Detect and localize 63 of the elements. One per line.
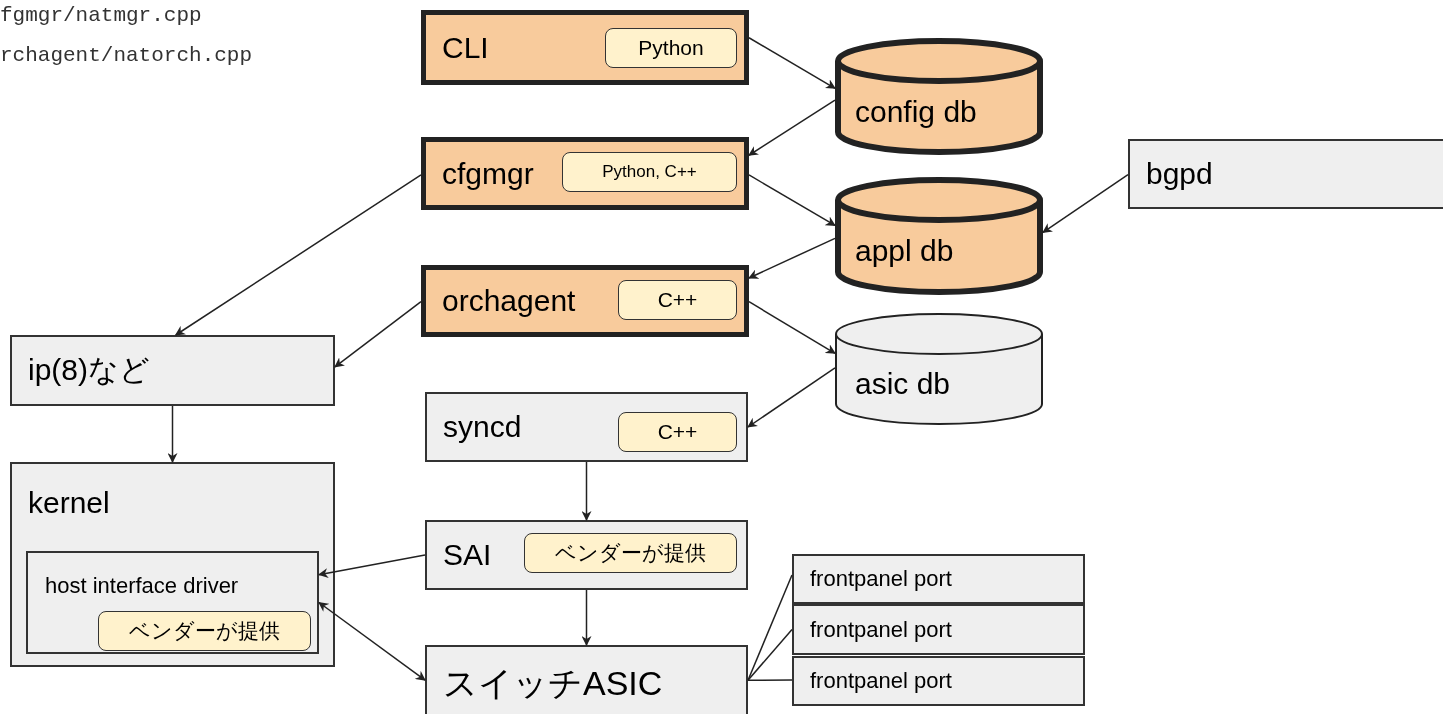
tag-label: C++: [657, 420, 698, 444]
process-box: [10, 335, 335, 406]
arrow: [174, 174, 422, 336]
process-box: [792, 656, 1085, 706]
tag-label: Python, C++: [602, 162, 697, 182]
arrow: [318, 601, 426, 681]
tag-label: Python: [638, 36, 704, 60]
box-label: ip(8)など: [28, 352, 150, 388]
arrow: [167, 405, 178, 463]
arrow: [748, 37, 836, 90]
box-label: CLI: [442, 30, 489, 65]
language-tag: [618, 280, 737, 320]
language-tag: [524, 533, 737, 573]
box-label: cfgmgr: [442, 156, 534, 191]
process-box: [421, 137, 749, 210]
language-tag: [618, 412, 737, 452]
database-label: config db: [855, 94, 977, 129]
arrow: [1042, 173, 1129, 234]
process-box: [425, 392, 748, 462]
process-box: [26, 551, 319, 654]
language-tag: [562, 152, 737, 192]
arrow: [748, 300, 836, 355]
process-box: [421, 265, 749, 337]
box-label: SAI: [443, 538, 492, 572]
database-label: asic db: [855, 367, 951, 401]
arrow: [318, 554, 426, 578]
language-tag: [98, 611, 311, 651]
process-box: [421, 10, 749, 85]
tag-label: C++: [657, 288, 698, 312]
database-cylinder: [835, 177, 1043, 295]
box-label: syncd: [443, 410, 522, 444]
arrow: [747, 367, 836, 428]
box-label: frontpanel port: [810, 566, 952, 592]
process-box: [792, 554, 1085, 604]
connector-line: [747, 679, 793, 681]
language-tag: [605, 28, 737, 68]
tag-label: ベンダーが提供: [129, 618, 280, 644]
process-box: [10, 462, 335, 667]
connector-line: [747, 574, 793, 681]
arrow: [581, 589, 592, 646]
arrow: [334, 300, 422, 368]
arrow: [748, 237, 836, 279]
box-label: host interface driver: [45, 573, 239, 599]
box-label: frontpanel port: [810, 668, 952, 694]
connector-line: [747, 628, 793, 681]
database-label: appl db: [855, 234, 954, 268]
box-label: bgpd: [1146, 157, 1213, 191]
process-box: [792, 604, 1085, 655]
box-label: kernel: [28, 486, 110, 520]
arrow: [581, 461, 592, 521]
process-box: [425, 520, 748, 590]
tag-label: ベンダーが提供: [555, 540, 706, 566]
database-cylinder: [835, 313, 1043, 425]
file-path-text: fgmgr/natmgr.cpp: [0, 4, 202, 27]
file-path-text: rchagent/natorch.cpp: [0, 44, 253, 67]
database-cylinder: [835, 38, 1043, 155]
process-box: [1128, 139, 1443, 209]
arrow: [748, 99, 836, 156]
box-label: スイッチASIC: [443, 663, 663, 704]
box-label: frontpanel port: [810, 616, 952, 643]
process-box: [425, 645, 748, 714]
box-label: orchagent: [442, 284, 576, 318]
arrow: [748, 174, 836, 227]
